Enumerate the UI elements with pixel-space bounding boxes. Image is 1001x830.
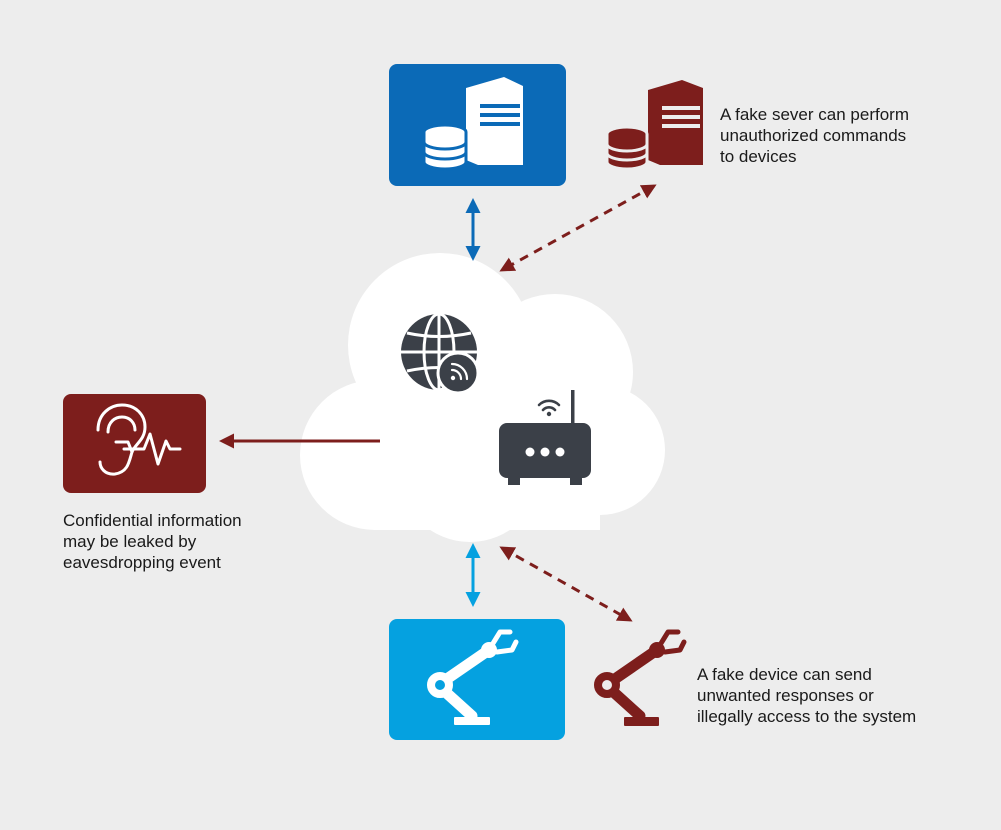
caption-line: may be leaked by <box>63 532 197 551</box>
trusted-device-box <box>389 619 565 740</box>
cloud-shape <box>300 253 665 542</box>
fake-server-database-icon <box>605 80 703 171</box>
caption-line: unauthorized commands <box>720 126 907 145</box>
caption-line: eavesdropping event <box>63 553 221 572</box>
globe-wifi-icon <box>401 312 480 395</box>
fake-device-attack-arrow <box>499 546 633 622</box>
fake-server-caption: A fake sever can perform unauthorized co… <box>720 104 909 167</box>
caption-line: A fake sever can perform <box>720 105 909 124</box>
eavesdropper-box <box>63 394 206 493</box>
caption-line: illegally access to the system <box>697 707 917 726</box>
caption-line: unwanted responses or <box>697 686 874 705</box>
robot-arm-icon <box>427 629 519 725</box>
ear-signal-icon <box>96 403 182 476</box>
server-database-icon <box>422 77 523 171</box>
caption-line: to devices <box>720 147 797 166</box>
wifi-router-icon <box>499 390 591 485</box>
trusted-server-box <box>389 64 566 186</box>
caption-line: A fake device can send <box>697 665 872 684</box>
caption-line: Confidential information <box>63 511 242 530</box>
fake-robot-arm-icon <box>594 629 687 726</box>
eavesdropping-caption: Confidential information may be leaked b… <box>63 510 242 573</box>
fake-device-caption: A fake device can send unwanted response… <box>697 664 916 727</box>
fake-server-attack-arrow <box>499 184 657 272</box>
